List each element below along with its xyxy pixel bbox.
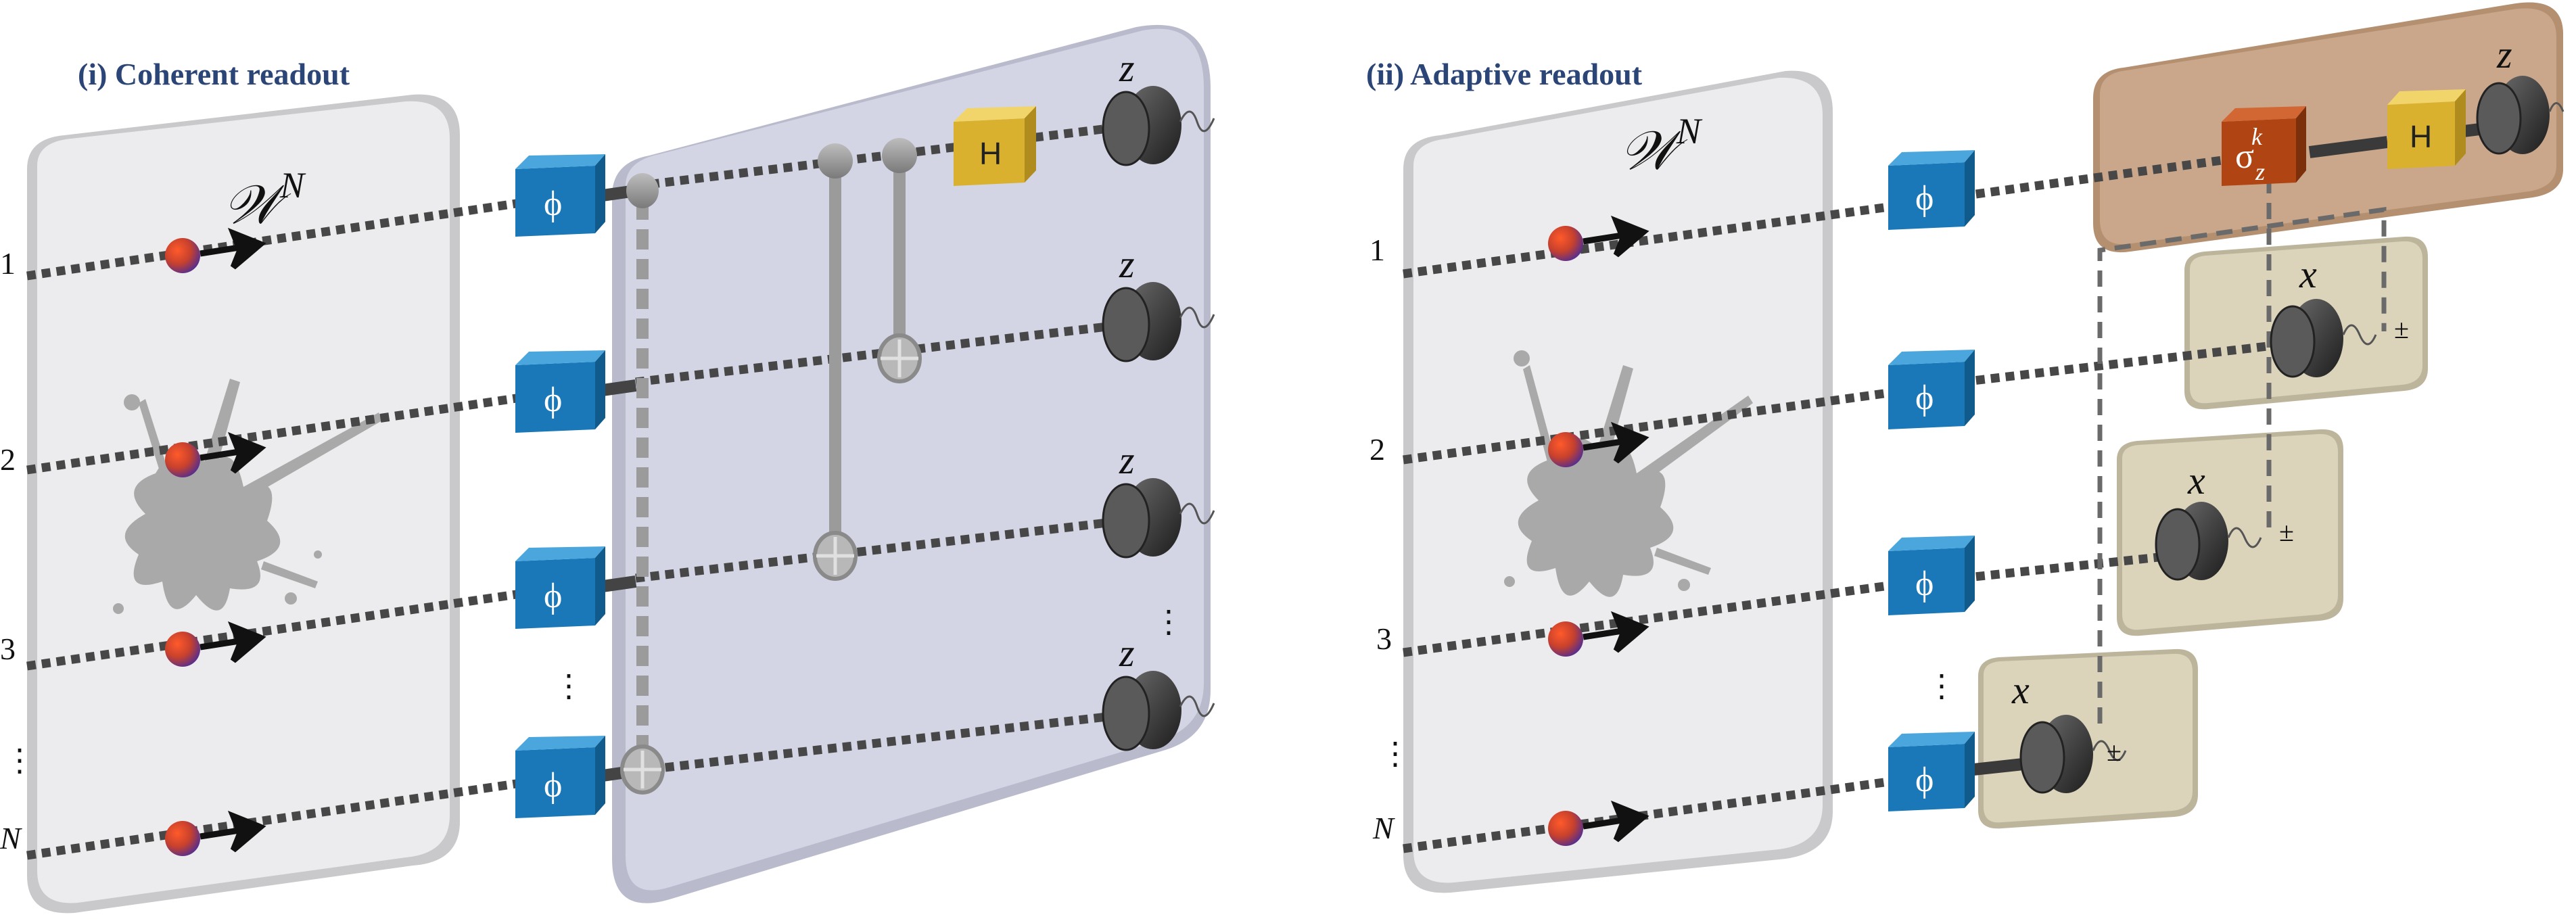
svg-text:ϕ: ϕ (1915, 179, 1934, 218)
phase-gate-1-adaptive: ϕ (1888, 150, 1975, 230)
svg-text:ϕ: ϕ (1915, 761, 1934, 799)
wires-coherent (26, 120, 1137, 860)
svg-text:σzk: σzk (2235, 123, 2265, 185)
svg-text:ϕ: ϕ (544, 766, 562, 805)
svg-text:ϕ: ϕ (1915, 565, 1934, 603)
noise-splat-icon-adaptive (1504, 350, 1753, 597)
svg-text:z: z (1119, 46, 1135, 90)
ellipsis-meters-coherent: ⋮ (1153, 605, 1184, 639)
phase-gate-3-adaptive: ϕ (1888, 536, 1975, 615)
svg-text:z: z (1119, 438, 1135, 482)
wire-label-2-adaptive: 2 (1369, 432, 1385, 467)
svg-text:ϕ: ϕ (544, 185, 562, 223)
panel-adaptive: (ii) Adaptive readout 𝒲N (1366, 2, 2565, 893)
svg-text:z: z (1119, 242, 1135, 286)
wire-label-3-adaptive: 3 (1376, 621, 1392, 656)
ellipsis-gates-adaptive: ⋮ (1926, 669, 1957, 703)
wire-label-n-adaptive: N (1372, 811, 1395, 845)
meter-x-n-adaptive: x ± (2011, 668, 2127, 794)
phase-gate-2-adaptive: ϕ (1888, 350, 1975, 429)
wire-label-2-coherent: 2 (0, 442, 16, 477)
meter-x-2-adaptive: x ± (2155, 458, 2294, 581)
wire-label-3-coherent: 3 (0, 632, 16, 666)
svg-text:ϕ: ϕ (544, 577, 562, 615)
sigma-gate: σzk (2222, 106, 2306, 186)
panel-coherent: (i) Coherent readout 𝒲N (0, 24, 1215, 914)
qubits-coherent (165, 227, 266, 856)
feedback-panel (2093, 2, 2563, 253)
wire-label-1-adaptive: 1 (1369, 233, 1385, 267)
hadamard-gate-coherent: H (954, 106, 1036, 186)
phase-gate-n-coherent: ϕ (515, 736, 605, 818)
svg-text:ϕ: ϕ (1915, 379, 1934, 417)
noise-splat-icon (113, 379, 382, 614)
phase-gate-n-adaptive: ϕ (1888, 732, 1975, 811)
meter-top-adaptive: z (2476, 32, 2565, 155)
panel-title-coherent: (i) Coherent readout (78, 57, 350, 91)
feedforward-lines (2097, 176, 2387, 724)
meter-3-coherent: z (1102, 438, 1215, 559)
ellipsis-wires-adaptive: ⋮ (1380, 736, 1411, 771)
svg-text:x: x (2299, 252, 2317, 296)
phase-gate-1-coherent: ϕ (515, 154, 605, 237)
ellipsis-wires-coherent: ⋮ (4, 743, 35, 778)
wires-adaptive (1403, 154, 2280, 853)
svg-text:z: z (2496, 32, 2512, 76)
meter-2-coherent: z (1102, 242, 1215, 362)
svg-text:x: x (2011, 668, 2030, 712)
qubits-adaptive (1548, 215, 1649, 846)
phase-gate-2-coherent: ϕ (515, 350, 605, 433)
meter-x-1-adaptive: x ± (2270, 252, 2409, 378)
cnot-network (620, 138, 922, 795)
svg-text:±: ± (2279, 517, 2294, 547)
readout-plate-coherent (612, 24, 1211, 903)
wire-label-1-coherent: 1 (0, 246, 16, 281)
phase-gate-3-coherent: ϕ (515, 546, 605, 629)
svg-text:±: ± (2394, 314, 2409, 344)
svg-text:ϕ: ϕ (544, 381, 562, 419)
panel-title-adaptive: (ii) Adaptive readout (1366, 57, 1643, 91)
ellipsis-gates-coherent: ⋮ (553, 669, 584, 703)
svg-text:H: H (2410, 119, 2432, 154)
hadamard-gate-adaptive: H (2387, 89, 2466, 169)
svg-text:H: H (979, 136, 1002, 171)
svg-text:±: ± (2107, 736, 2122, 767)
svg-text:z: z (1119, 631, 1135, 675)
svg-text:x: x (2187, 458, 2205, 502)
meter-n-coherent: z (1102, 631, 1215, 751)
meter-1-coherent: z (1102, 46, 1215, 166)
wire-label-n-coherent: N (0, 821, 22, 855)
